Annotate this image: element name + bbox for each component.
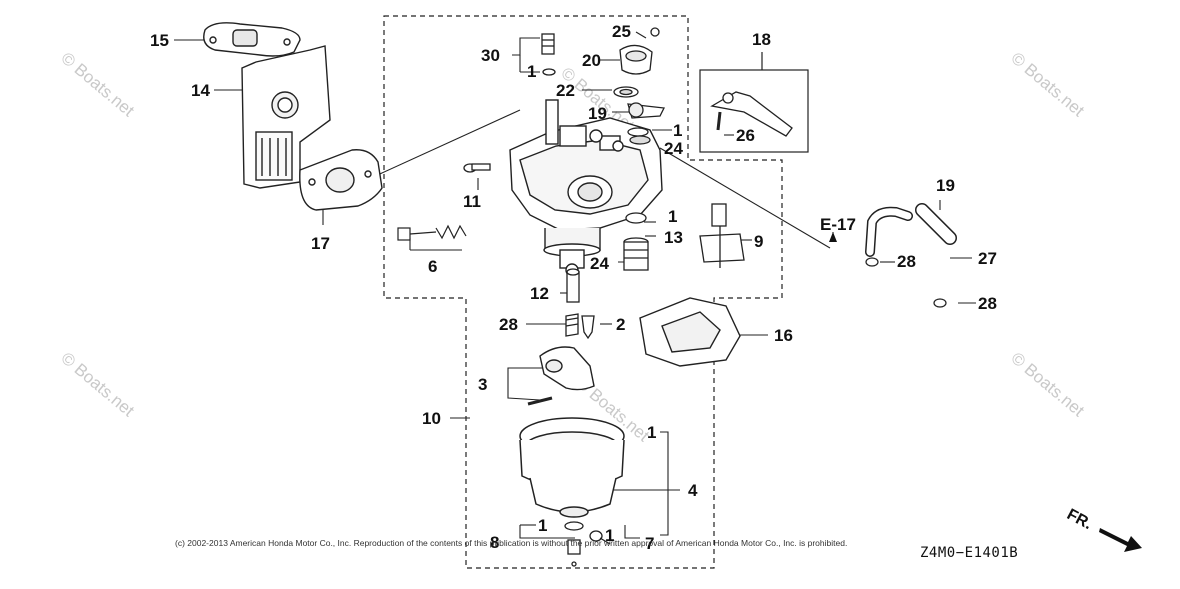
label-1-b: 1 [673, 121, 682, 140]
front-arrow-icon [1099, 528, 1142, 552]
label-9: 9 [754, 232, 763, 251]
choke-lever-26 [710, 91, 793, 137]
screw-11 [463, 163, 491, 173]
label-14: 14 [191, 81, 210, 100]
insulator-plate-14 [241, 45, 331, 189]
label-8: 8 [490, 533, 499, 552]
label-29: 28 [499, 315, 518, 334]
label-e17: E-17 [820, 215, 856, 234]
label-24: 24 [590, 254, 609, 273]
gasket-16 [639, 297, 741, 367]
label-2: 2 [616, 315, 625, 334]
fuel-tubes [865, 203, 957, 257]
part-labels: 15 14 17 6 11 30 1 25 20 22 19 1 24 18 2… [150, 22, 997, 553]
choke-lever-box [699, 69, 809, 153]
float-3 [527, 346, 595, 406]
reference-arrow [829, 232, 837, 242]
label-22: 22 [556, 81, 575, 100]
carburetor-body [509, 99, 663, 277]
drain-screw [564, 521, 611, 567]
label-1-d: 1 [647, 423, 656, 442]
label-17: 17 [311, 234, 330, 253]
label-1-f: 1 [605, 526, 614, 545]
nozzle-12 [565, 268, 595, 340]
label-25: 25 [612, 22, 631, 41]
gasket-15 [203, 22, 301, 57]
label-6: 6 [428, 257, 437, 276]
jet-30 [541, 33, 556, 76]
label-27: 27 [978, 249, 997, 268]
label-3: 3 [478, 375, 487, 394]
clips-28 [865, 257, 947, 308]
diagram-code: Z4M0−E1401B [920, 545, 1019, 561]
label-21: 20 [582, 51, 601, 70]
watermark-top-left: © Boats.net [57, 49, 138, 121]
label-26: 26 [736, 126, 755, 145]
label-15: 15 [150, 31, 169, 50]
float-bowl-4 [519, 417, 625, 518]
label-4: 4 [688, 481, 698, 500]
label-11: 11 [463, 192, 481, 211]
watermark-mid-left: © Boats.net [57, 349, 138, 421]
watermark-top-right: © Boats.net [1007, 49, 1088, 121]
choke-parts [613, 27, 665, 145]
gasket-17 [299, 149, 383, 211]
label-16: 16 [774, 326, 793, 345]
assembly-boundary [383, 15, 783, 569]
label-13: 13 [664, 228, 683, 247]
label-28-b: 28 [978, 294, 997, 313]
label-7: 7 [645, 534, 654, 553]
label-12: 12 [530, 284, 549, 303]
label-20: 19 [588, 104, 607, 123]
bolt-24 [623, 212, 649, 271]
label-19: 19 [936, 176, 955, 195]
label-28-a: 28 [897, 252, 916, 271]
label-18: 18 [752, 30, 771, 49]
float-9 [699, 203, 745, 268]
pilot-screw-6 [397, 224, 467, 241]
label-1-a: 1 [527, 62, 536, 81]
label-30: 30 [481, 46, 500, 65]
label-1-e: 1 [538, 516, 547, 535]
label-1-c: 1 [668, 207, 677, 226]
label-23: 24 [664, 139, 683, 158]
label-10: 10 [422, 409, 441, 428]
watermark-mid-right: © Boats.net [1007, 349, 1088, 421]
copyright-notice: (c) 2002-2013 American Honda Motor Co., … [175, 538, 848, 548]
